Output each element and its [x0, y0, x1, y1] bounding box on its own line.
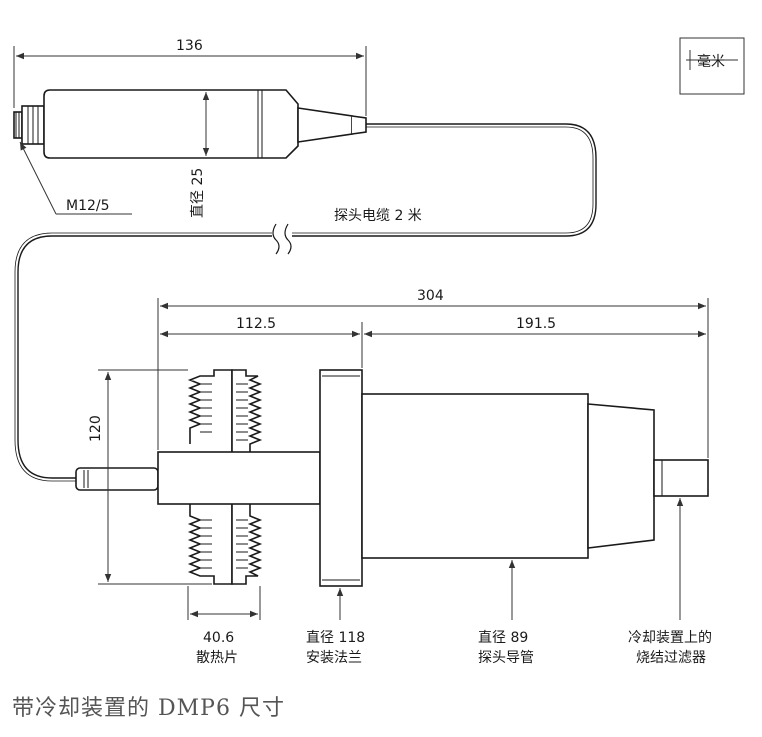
callout-tube: 直径 89 探头导管 — [478, 560, 534, 666]
cable-label: 探头电缆 2 米 — [334, 208, 422, 224]
dim-304-label: 304 — [417, 288, 444, 304]
filter-label-1: 冷却装置上的 — [628, 630, 712, 646]
thread-label: M12/5 — [66, 198, 110, 214]
probe-assembly — [75, 369, 709, 587]
unit-box: 毫米 — [679, 37, 745, 95]
figure-caption: 带冷却装置的 DMP6 尺寸 — [12, 696, 285, 721]
callout-filter: 冷却装置上的 烧结过滤器 — [628, 498, 712, 666]
dim-connector-length: 136 — [13, 38, 367, 116]
dim-112-label: 112.5 — [236, 316, 276, 332]
tube-label: 探头导管 — [478, 650, 534, 666]
dim-120-label: 120 — [88, 415, 104, 442]
heat-sink-upper — [187, 369, 263, 452]
tube-dia-label: 直径 89 — [478, 629, 528, 646]
dim-fin-width: 40.6 散热片 — [187, 586, 261, 666]
dim-connector-diameter: 直径 25 — [189, 92, 210, 218]
dim-height: 120 — [88, 369, 212, 585]
thread-callout: M12/5 — [19, 141, 132, 215]
dim-diameter-25-label: 直径 25 — [189, 168, 206, 218]
dim-40-label: 40.6 — [203, 630, 234, 646]
connector-housing — [13, 89, 367, 159]
flange-label: 安装法兰 — [306, 650, 362, 666]
probe-cable: 探头电缆 2 米 — [14, 123, 597, 482]
dim-191-label: 191.5 — [516, 316, 556, 332]
dimension-drawing: 毫米 136 直径 25 M12/5 — [13, 37, 745, 666]
fin-label: 散热片 — [196, 650, 238, 666]
unit-label: 毫米 — [697, 53, 725, 70]
flange-dia-label: 直径 118 — [306, 629, 365, 646]
callout-flange: 直径 118 安装法兰 — [306, 588, 365, 666]
heat-sink-lower — [187, 500, 263, 585]
dim-total-length: 304 — [157, 288, 709, 458]
dim-segment-lengths: 112.5 191.5 — [160, 316, 706, 368]
filter-label-2: 烧结过滤器 — [636, 650, 706, 666]
dim-136-label: 136 — [176, 38, 203, 54]
